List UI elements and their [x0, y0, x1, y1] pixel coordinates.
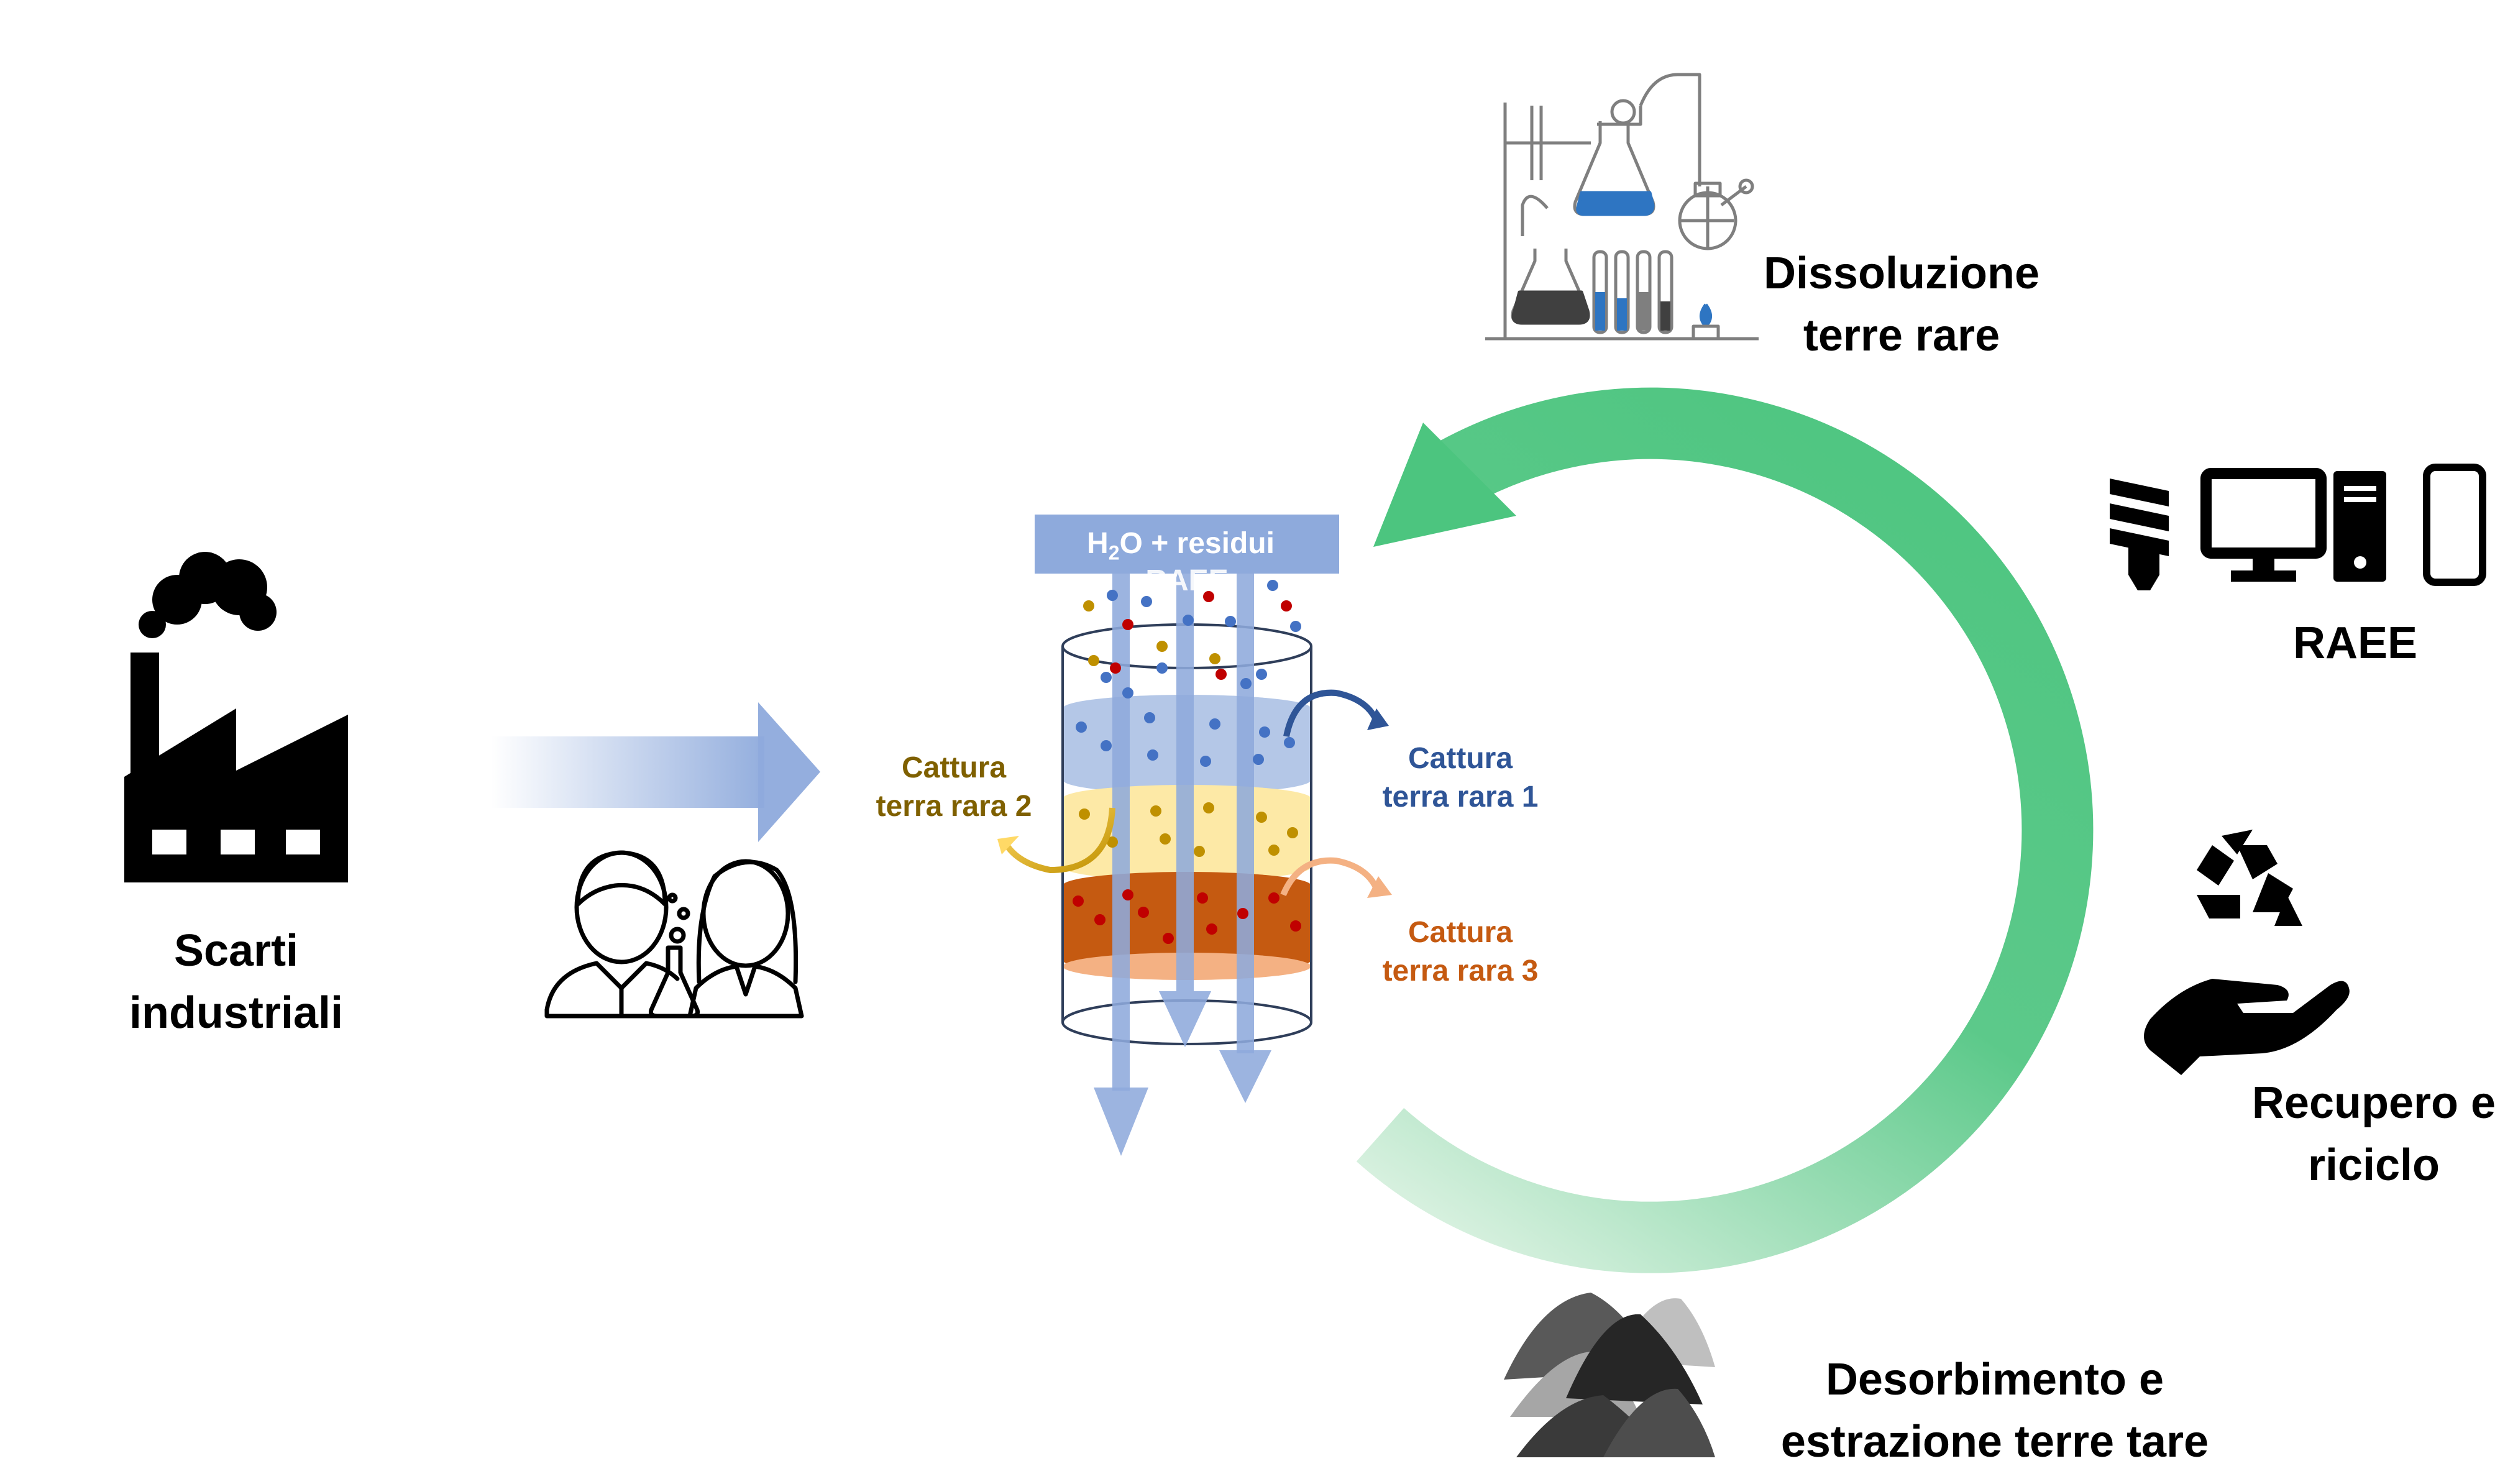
capture3-label: Cattura terra rara 3	[1348, 914, 1572, 991]
column-inlet-label: H2O + residui	[1032, 516, 1330, 581]
adsorption-column	[997, 515, 1392, 1156]
inlet-suffix: O + residui	[1119, 527, 1275, 560]
process-arrow	[491, 702, 820, 842]
recupero-label: Recupero e riciclo	[2212, 1072, 2518, 1196]
capture1-arrow	[1283, 689, 1389, 738]
scarti-line1: Scarti	[173, 926, 299, 976]
raee-label: RAEE	[2262, 612, 2448, 674]
scarti-line2: industriali	[129, 988, 344, 1038]
capture2-arrow	[997, 807, 1115, 874]
desorbimento-label: Desorbimento e estrazione terre tare	[1715, 1349, 2274, 1473]
capture3-arrow	[1280, 857, 1392, 898]
inlet-prefix: H	[1087, 527, 1109, 560]
electronics-icon	[2110, 464, 2486, 590]
recycle-hand-icon	[2144, 830, 2350, 1075]
dissoluzione-label: Dissoluzione terre rare	[1740, 242, 2063, 367]
cycle-arrow	[1356, 387, 2094, 1273]
capture1-line2: terra rara 1	[1382, 781, 1539, 813]
dissoluzione-line2: terre rare	[1803, 311, 2000, 360]
recupero-line1: Recupero e	[2251, 1078, 2496, 1128]
scientists-icon	[544, 850, 804, 1019]
dissoluzione-line1: Dissoluzione	[1763, 249, 2040, 298]
capture3-line1: Cattura	[1408, 916, 1513, 949]
capture2-label: Cattura terra rara 2	[842, 749, 1066, 826]
recupero-line2: riciclo	[2307, 1140, 2440, 1190]
capture1-line1: Cattura	[1408, 742, 1513, 775]
capture2-line1: Cattura	[901, 751, 1007, 784]
capture3-line2: terra rara 3	[1382, 955, 1539, 987]
lab-glassware-icon	[1485, 73, 1759, 341]
desorbimento-line2: estrazione terre tare	[1780, 1417, 2209, 1467]
factory-icon	[124, 552, 348, 882]
scarti-label: Scarti industriali	[118, 920, 354, 1044]
powder-piles-icon	[1504, 1293, 1715, 1457]
inlet-line2-text: RAEE	[1145, 564, 1229, 597]
capture2-line2: terra rara 2	[876, 790, 1032, 823]
capture1-label: Cattura terra rara 1	[1348, 740, 1572, 817]
desorbimento-line1: Desorbimento e	[1825, 1355, 2164, 1404]
inlet-line2: RAEE	[1056, 562, 1317, 600]
raee-text: RAEE	[2292, 618, 2418, 668]
inlet-sub: 2	[1108, 541, 1120, 564]
